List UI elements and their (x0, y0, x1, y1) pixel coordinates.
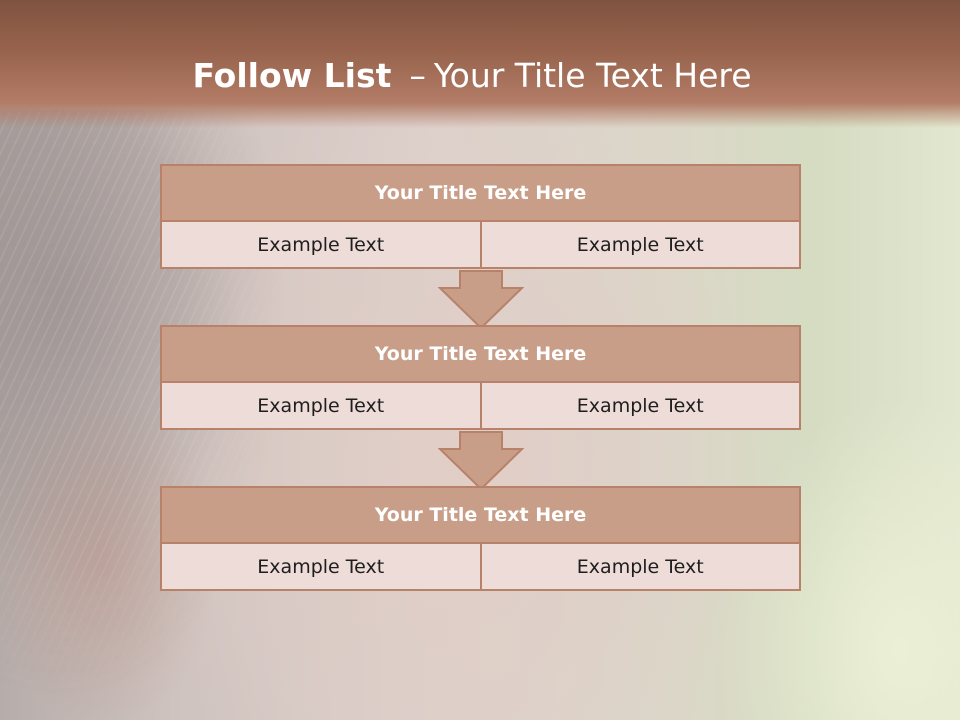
block-cell-left: Example Text (160, 381, 482, 430)
down-arrow-icon (438, 270, 524, 330)
block-cell-right: Example Text (479, 220, 801, 269)
down-arrow-icon (438, 431, 524, 491)
slide-title: Follow List–Your Title Text Here (0, 56, 944, 96)
list-block-2: Your Title Text Here Example Text Exampl… (160, 325, 801, 430)
block-cell-left: Example Text (160, 542, 482, 591)
block-row: Example Text Example Text (160, 381, 801, 430)
block-title: Your Title Text Here (160, 164, 801, 222)
block-row: Example Text Example Text (160, 220, 801, 269)
block-cell-right: Example Text (479, 542, 801, 591)
block-cell-left: Example Text (160, 220, 482, 269)
slide-title-dash: – (409, 56, 426, 95)
list-block-1: Your Title Text Here Example Text Exampl… (160, 164, 801, 269)
block-row: Example Text Example Text (160, 542, 801, 591)
block-title: Your Title Text Here (160, 486, 801, 544)
slide-title-strong: Follow List (192, 56, 392, 95)
slide-title-rest: Your Title Text Here (433, 56, 752, 95)
block-title: Your Title Text Here (160, 325, 801, 383)
block-cell-right: Example Text (479, 381, 801, 430)
list-block-3: Your Title Text Here Example Text Exampl… (160, 486, 801, 591)
header-band (0, 0, 960, 128)
